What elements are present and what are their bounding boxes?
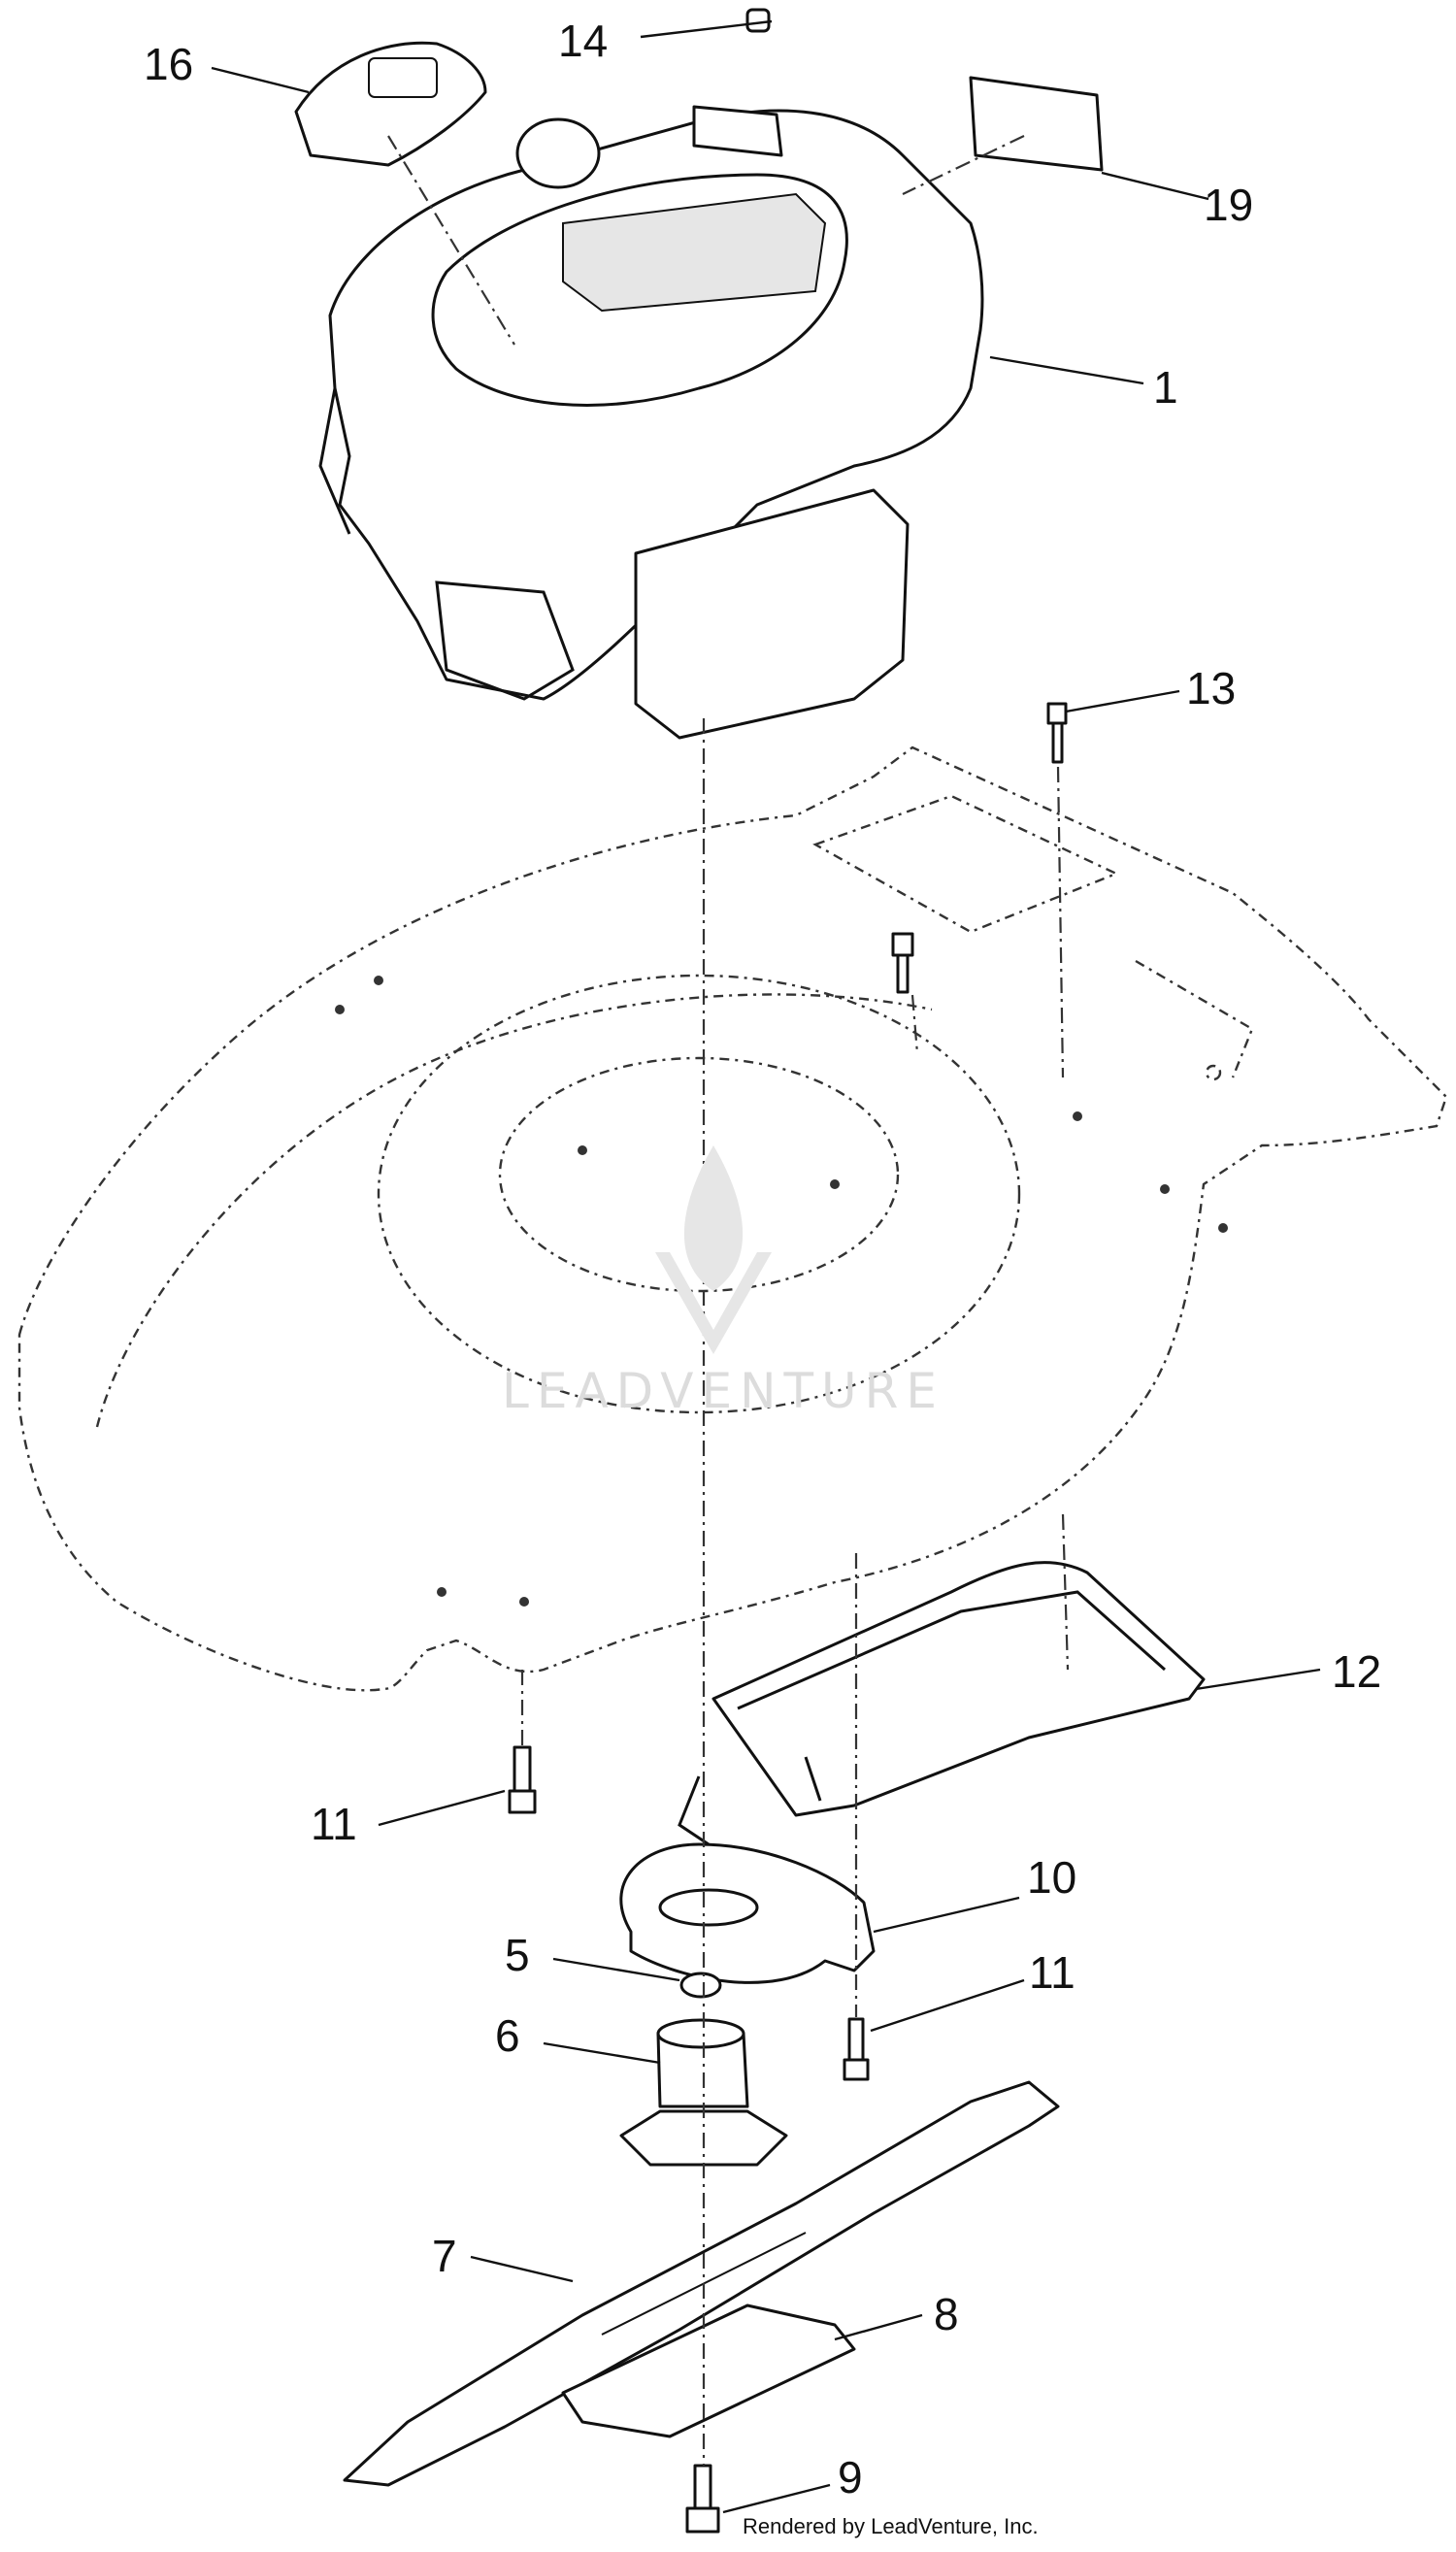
engine bbox=[318, 105, 984, 740]
part-14-plug bbox=[745, 8, 771, 33]
bolt-11b bbox=[843, 2017, 870, 2081]
callout-8: 8 bbox=[934, 2289, 959, 2339]
bolt-9 bbox=[685, 2464, 720, 2534]
leader-lines bbox=[211, 19, 1321, 2514]
washer-5 bbox=[679, 1972, 722, 1999]
watermark-text: LEADVENTURE bbox=[502, 1363, 944, 1419]
baffle-12 bbox=[711, 1561, 1206, 1817]
stiffener-8 bbox=[561, 2303, 856, 2438]
watermark: LEADVENTURE bbox=[502, 1145, 944, 1419]
callout-12: 12 bbox=[1332, 1646, 1381, 1697]
callout-14: 14 bbox=[558, 16, 608, 66]
callout-9: 9 bbox=[838, 2452, 863, 2502]
mower-deck bbox=[17, 746, 1448, 1692]
callout-6: 6 bbox=[495, 2010, 520, 2061]
callout-13: 13 bbox=[1186, 663, 1236, 713]
callout-11-left: 11 bbox=[311, 1799, 357, 1849]
bolt-deck bbox=[891, 932, 914, 994]
callout-11-right: 11 bbox=[1029, 1947, 1075, 1998]
callout-10: 10 bbox=[1027, 1852, 1076, 1903]
callout-7: 7 bbox=[432, 2231, 457, 2281]
assembly-lines bbox=[387, 135, 1070, 2466]
footer-credit: Rendered by LeadVenture, Inc. bbox=[743, 2514, 1039, 2538]
callout-19: 19 bbox=[1204, 180, 1253, 230]
part-19-label bbox=[969, 76, 1104, 172]
callout-1: 1 bbox=[1153, 362, 1178, 413]
part-16-decal bbox=[294, 41, 487, 167]
spacer-6 bbox=[619, 2018, 788, 2167]
callout-5: 5 bbox=[505, 1930, 530, 1980]
callout-labels: 14 16 19 1 13 12 11 10 5 11 6 7 8 9 bbox=[144, 16, 1381, 2502]
bolt-13 bbox=[1046, 702, 1068, 764]
callout-16: 16 bbox=[144, 39, 193, 89]
bolt-11a bbox=[508, 1745, 537, 1814]
